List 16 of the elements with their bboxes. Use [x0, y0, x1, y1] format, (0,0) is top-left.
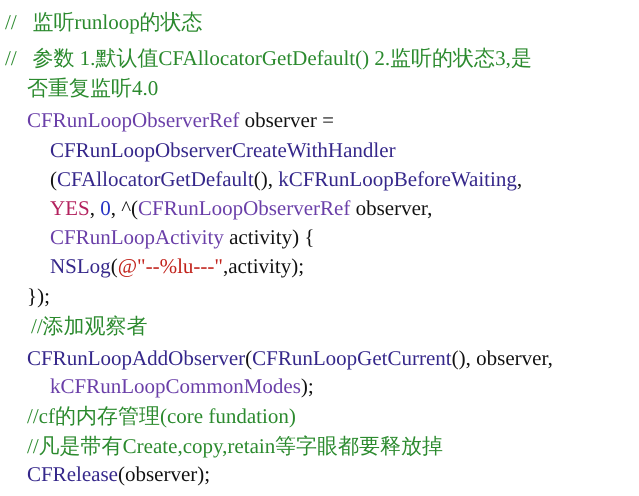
code-line: CFRelease(observer);	[27, 461, 210, 487]
code-comment: 否重复监听4.0	[27, 75, 158, 101]
code-line: CFRunLoopObserverRef observer =	[27, 107, 334, 133]
code-line: (CFAllocatorGetDefault(), kCFRunLoopBeforeWaiting,	[50, 166, 522, 192]
code-comment: //添加观察者	[31, 313, 148, 339]
code-line: });	[27, 283, 50, 309]
code-line: CFRunLoopActivity activity) {	[50, 224, 314, 250]
code-comment: // 监听runloop的状态	[5, 9, 203, 35]
code-line: kCFRunLoopCommonModes);	[50, 373, 314, 399]
code-comment: // 参数 1.默认值CFAllocatorGetDefault() 2.监听的状态3,是	[5, 45, 532, 71]
code-comment: //凡是带有Create,copy,retain等字眼都要释放掉	[27, 433, 444, 459]
code-line: NSLog(@"--%lu---",activity);	[50, 253, 304, 279]
code-line: CFRunLoopObserverCreateWithHandler	[50, 137, 396, 163]
code-comment: //cf的内存管理(core fundation)	[27, 403, 296, 429]
code-line: YES, 0, ^(CFRunLoopObserverRef observer,	[50, 195, 432, 221]
code-line: CFRunLoopAddObserver(CFRunLoopGetCurrent(), observer,	[27, 345, 553, 371]
